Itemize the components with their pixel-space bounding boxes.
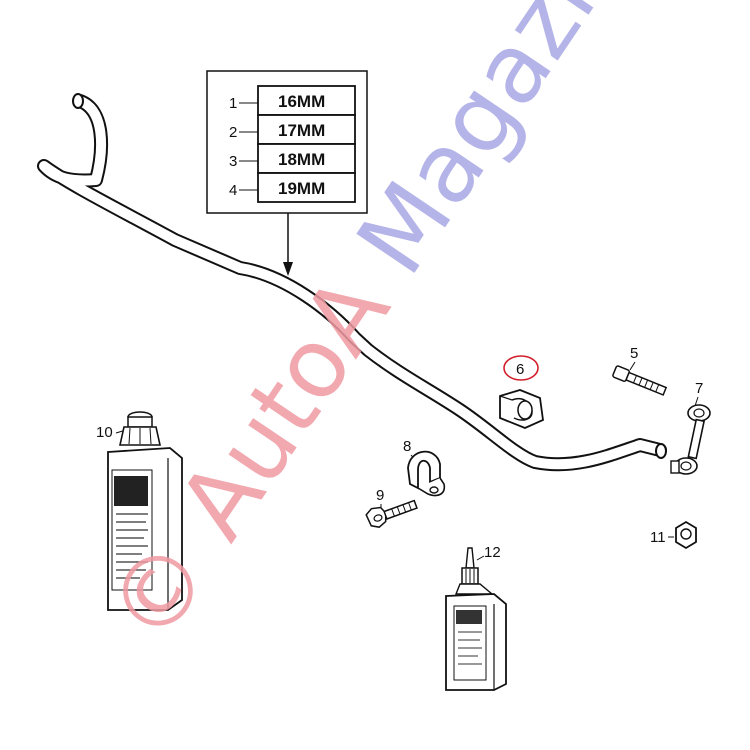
part-11-nut: 11 bbox=[650, 520, 697, 550]
part-5-bolt: 5 bbox=[612, 345, 668, 396]
size-row-2-cell bbox=[257, 114, 356, 145]
watermark-part-2: Magazin bbox=[318, 0, 651, 319]
size-row-3-cell bbox=[257, 143, 356, 174]
size-row-4-label: 19MM bbox=[278, 179, 325, 198]
part-6-bushing: 6 bbox=[499, 355, 544, 429]
part-7-end-link: 7 bbox=[670, 380, 711, 475]
stabilizer-bar bbox=[37, 93, 667, 472]
size-row-1-number: 1 bbox=[229, 95, 237, 112]
size-row-2-number: 2 bbox=[229, 124, 237, 141]
part-12-grease-bottle: 12 bbox=[445, 544, 507, 691]
size-row-4-cell bbox=[257, 172, 356, 203]
callout-6-highlight bbox=[503, 355, 539, 381]
size-table: 1 16MM 2 17MM 3 18MM 4 19MM bbox=[206, 70, 368, 276]
callout-7: 7 bbox=[695, 380, 703, 397]
callout-12: 12 bbox=[484, 544, 501, 561]
callout-8: 8 bbox=[403, 438, 411, 455]
size-row-1-label: 16MM bbox=[278, 92, 325, 111]
size-table-arrowhead bbox=[283, 262, 293, 276]
callout-10: 10 bbox=[96, 424, 113, 441]
callout-5: 5 bbox=[630, 345, 638, 362]
svg-text:© AutoA Magazin: © AutoA Magazin bbox=[86, 0, 651, 663]
callout-6: 6 bbox=[516, 361, 524, 378]
size-row-3-label: 18MM bbox=[278, 150, 325, 169]
part-8-clamp: 8 bbox=[403, 438, 446, 497]
callout-9: 9 bbox=[376, 487, 384, 504]
part-10-fluid-bottle: 10 bbox=[96, 411, 183, 611]
size-row-1-cell bbox=[257, 85, 356, 116]
part-9-bolt: 9 bbox=[365, 487, 418, 528]
callout-11: 11 bbox=[650, 529, 666, 546]
watermark: © AutoA Magazin bbox=[86, 0, 651, 663]
size-row-2-label: 17MM bbox=[278, 121, 325, 140]
size-row-3-number: 3 bbox=[229, 153, 237, 170]
size-row-4-number: 4 bbox=[229, 182, 237, 199]
